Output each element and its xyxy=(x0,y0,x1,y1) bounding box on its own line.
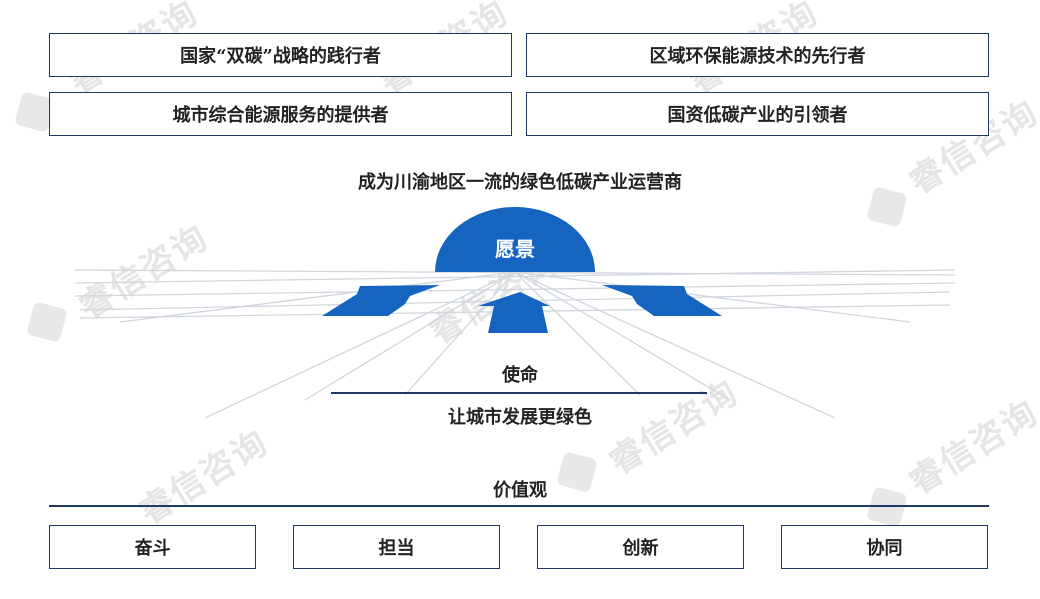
arrow-up-icon xyxy=(478,292,550,333)
values-label: 价值观 xyxy=(493,480,547,501)
mission-text: 让城市发展更绿色 xyxy=(448,407,592,428)
positioning-box-1: 国家“双碳”战略的践行者 xyxy=(49,33,512,77)
value-box-1: 奋斗 xyxy=(49,525,256,569)
vision-label: 愿景 xyxy=(495,237,535,261)
vision-statement: 成为川渝地区一流的绿色低碳产业运营商 xyxy=(358,172,682,193)
value-box-4: 协同 xyxy=(781,525,988,569)
arrow-right-icon xyxy=(602,285,722,316)
values-divider xyxy=(49,505,989,507)
vision-dome xyxy=(435,207,595,272)
arrow-left-icon xyxy=(322,285,440,316)
positioning-box-4: 国资低碳产业的引领者 xyxy=(526,92,989,136)
value-box-2: 担当 xyxy=(293,525,500,569)
mission-label: 使命 xyxy=(502,365,538,386)
value-box-3: 创新 xyxy=(537,525,744,569)
positioning-box-3: 城市综合能源服务的提供者 xyxy=(49,92,512,136)
mission-divider xyxy=(331,392,707,394)
positioning-box-2: 区域环保能源技术的先行者 xyxy=(526,33,989,77)
